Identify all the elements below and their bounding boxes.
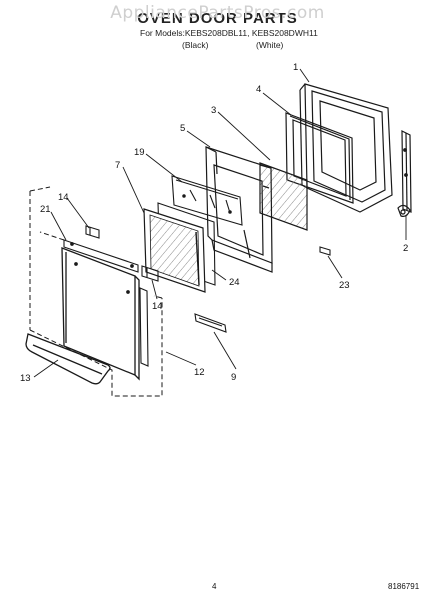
part-3-glass-panel [259,162,308,231]
page-title: OVEN DOOR PARTS [137,10,298,27]
model-line: For Models:KEBS208DBL11, KEBS208DWH11 [140,28,318,38]
assembly-dashed-outline [29,186,163,397]
part-21-top-trim [63,239,139,273]
callout-7: 7 [115,160,120,171]
part-1-outer-door-frame [299,83,393,213]
part-14-lower-bracket [141,265,159,282]
callout-12: 12 [194,367,205,378]
finish-white-label: (White) [256,40,284,50]
callout-14-upper: 14 [58,192,69,203]
finish-black-label: (Black) [182,40,209,50]
callout-23: 23 [339,280,350,291]
callout-4: 4 [256,84,261,95]
callout-1: 1 [293,62,298,73]
part-7-front-glass [143,208,206,293]
part-13-door-handle [25,333,111,385]
callout-3: 3 [211,105,216,116]
document-number: 8186791 [388,582,420,591]
callout-9: 9 [231,372,236,383]
part-5-glass-retainer [205,146,273,273]
callout-5: 5 [180,123,185,134]
callout-14-lower: 14 [152,301,163,312]
callout-24: 24 [229,277,240,288]
callout-13: 13 [20,373,31,384]
outer-door-panel [61,247,140,381]
part-12-side-trim [139,287,149,367]
part-23-clip [319,246,331,256]
part-19-door-baffle [171,175,243,226]
callout-2: 2 [403,243,408,254]
part-2-hinge-channel [397,130,412,217]
part-14-upper-bracket [85,225,100,239]
page-number: 4 [212,582,217,591]
leader-lines [33,68,407,378]
part-4-door-gasket [285,112,354,204]
callout-21: 21 [40,204,51,215]
part-9-vent-trim [194,313,227,333]
watermark: AppliancePartsPros.com [110,3,325,23]
callout-19: 19 [134,147,145,158]
